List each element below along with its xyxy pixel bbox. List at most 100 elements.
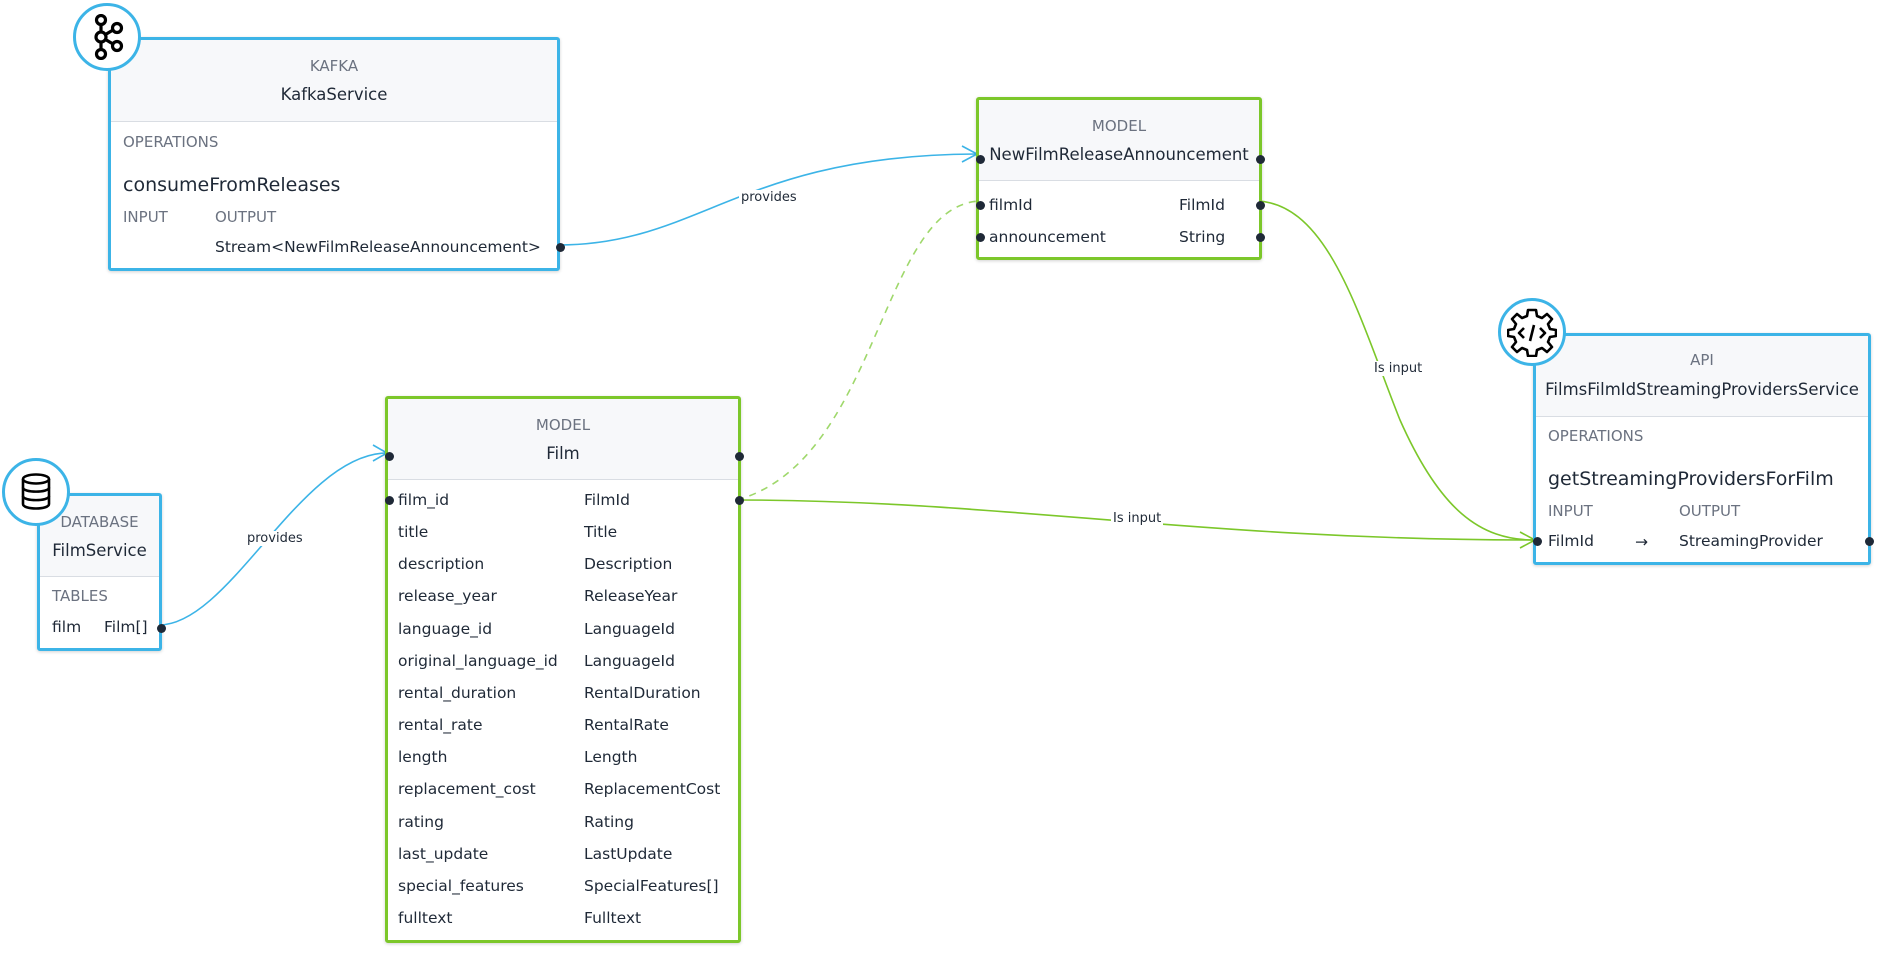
connection-port[interactable] — [157, 624, 166, 633]
connection-port[interactable] — [1256, 201, 1265, 210]
kafka-icon — [94, 14, 124, 60]
node-kind: DATABASE — [60, 513, 139, 531]
kafka-badge — [73, 3, 141, 71]
field-type: SpecialFeatures[] — [584, 876, 719, 895]
field-type: FilmId — [1179, 196, 1225, 214]
api-service-node[interactable]: API FilmsFilmIdStreamingProvidersService… — [1533, 333, 1874, 565]
connection-port[interactable] — [735, 496, 744, 505]
field-name: fulltext — [398, 908, 453, 927]
input-type: FilmId — [1548, 532, 1594, 550]
field-name: rental_rate — [398, 716, 483, 735]
arrow-icon: → — [1635, 533, 1648, 551]
operation-name[interactable]: consumeFromReleases — [123, 174, 341, 196]
connection-port[interactable] — [976, 201, 985, 210]
edge-dashed-filmid — [736, 200, 981, 501]
field-type: Fulltext — [584, 908, 642, 927]
field-type: LastUpdate — [584, 844, 673, 863]
node-kind: MODEL — [535, 416, 591, 434]
section-label: OPERATIONS — [1548, 427, 1644, 445]
kafka-service-node[interactable]: KAFKA KafkaService OPERATIONS consumeFro… — [108, 37, 565, 271]
field-name: filmId — [989, 196, 1033, 214]
output-type: Stream<NewFilmReleaseAnnouncement> — [215, 238, 541, 256]
field-row: replacement_cost ReplacementCost — [388, 774, 738, 806]
connection-port[interactable] — [1865, 537, 1874, 546]
field-type: FilmId — [584, 491, 630, 509]
output-label: OUTPUT — [215, 208, 277, 226]
field-name: rental_duration — [398, 683, 517, 702]
field-row: description Description — [388, 549, 738, 581]
field-type: RentalDuration — [584, 683, 701, 702]
field-type: LanguageId — [584, 651, 675, 670]
connection-port[interactable] — [1256, 155, 1265, 164]
edge-film-is-input[interactable] — [736, 499, 1535, 541]
edge-label-filmid-is-input: Is input — [1372, 361, 1425, 376]
output-type: StreamingProvider — [1679, 532, 1823, 550]
field-row: fulltext Fulltext — [388, 903, 738, 935]
node-header: MODEL Film — [388, 399, 738, 480]
field-type: ReplacementCost — [584, 780, 721, 799]
node-title: FilmService — [52, 541, 147, 560]
input-label: INPUT — [1548, 502, 1593, 520]
field-name: film_id — [398, 491, 450, 509]
connection-port[interactable] — [385, 452, 394, 461]
field-type: Title — [584, 523, 618, 542]
connection-port[interactable] — [385, 496, 394, 505]
database-icon — [21, 473, 51, 510]
field-name: rating — [398, 812, 444, 831]
edge-label-kafka-provides: provides — [739, 190, 799, 205]
field-name: special_features — [398, 876, 524, 895]
node-header: KAFKA KafkaService — [111, 40, 557, 122]
field-type: ReleaseYear — [584, 587, 678, 606]
database-service-node[interactable]: DATABASE FilmService TABLES film Film[] — [37, 493, 166, 651]
field-type: String — [1179, 228, 1226, 246]
film-model-node[interactable]: MODEL Film film_id FilmId title Title descri… — [385, 396, 744, 943]
field-row: title Title — [388, 517, 738, 549]
input-label: INPUT — [123, 208, 168, 226]
field-name: title — [398, 523, 429, 542]
field-name: original_language_id — [398, 651, 558, 670]
api-badge — [1498, 298, 1566, 366]
field-name: description — [398, 555, 485, 574]
field-name: replacement_cost — [398, 780, 536, 799]
field-type: LanguageId — [584, 619, 675, 638]
field-type: RentalRate — [584, 716, 669, 735]
connection-port[interactable] — [1256, 233, 1265, 242]
table-type: Film[] — [104, 618, 148, 636]
node-title: NewFilmReleaseAnnouncement — [989, 145, 1249, 164]
announcement-model-node[interactable]: MODEL NewFilmReleaseAnnouncement filmId … — [976, 97, 1265, 260]
field-type: Length — [584, 748, 638, 767]
node-kind: API — [1690, 351, 1714, 369]
field-name: last_update — [398, 844, 489, 863]
database-badge — [2, 458, 70, 526]
node-kind: MODEL — [1091, 117, 1147, 135]
field-row: original_language_id LanguageId — [388, 646, 738, 678]
connection-port[interactable] — [735, 452, 744, 461]
field-row: rental_duration RentalDuration — [388, 678, 738, 710]
connection-port[interactable] — [976, 155, 985, 164]
field-row: length Length — [388, 742, 738, 774]
field-type: Description — [584, 555, 673, 574]
edge-kafka-provides[interactable] — [557, 153, 977, 246]
field-row: film_id FilmId — [385, 485, 744, 517]
table-name[interactable]: film — [52, 618, 82, 636]
node-title: FilmsFilmIdStreamingProvidersService — [1545, 380, 1859, 399]
node-header: API FilmsFilmIdStreamingProvidersService — [1536, 336, 1868, 417]
field-name: announcement — [989, 228, 1106, 246]
connection-port[interactable] — [556, 243, 565, 252]
field-row: rental_rate RentalRate — [388, 710, 738, 742]
field-row: filmId FilmId — [976, 190, 1265, 222]
connection-port[interactable] — [976, 233, 985, 242]
node-kind: KAFKA — [309, 57, 359, 75]
operation-name[interactable]: getStreamingProvidersForFilm — [1548, 468, 1834, 490]
edge-filmid-is-input[interactable] — [1257, 200, 1535, 541]
field-row: announcement String — [976, 222, 1265, 254]
field-row: special_features SpecialFeatures[] — [388, 871, 738, 903]
connection-port[interactable] — [1533, 537, 1542, 546]
api-gear-icon — [1507, 308, 1557, 357]
node-title: KafkaService — [280, 85, 388, 104]
field-name: length — [398, 748, 448, 767]
node-title: Film — [546, 444, 580, 463]
